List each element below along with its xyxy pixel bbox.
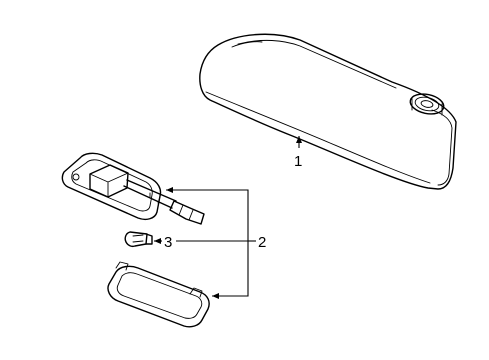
callout-label-3: 3	[164, 234, 172, 251]
callout-2: 2	[166, 187, 266, 299]
lamp-housing-icon	[61, 152, 205, 225]
sun-visor-icon	[199, 33, 457, 190]
lamp-lens-icon	[107, 261, 210, 328]
callout-label-2: 2	[258, 234, 266, 251]
bulb-icon	[124, 231, 153, 248]
callout-1: 1	[294, 136, 302, 170]
callout-label-1: 1	[294, 153, 302, 170]
callout-3: 3	[154, 234, 248, 251]
